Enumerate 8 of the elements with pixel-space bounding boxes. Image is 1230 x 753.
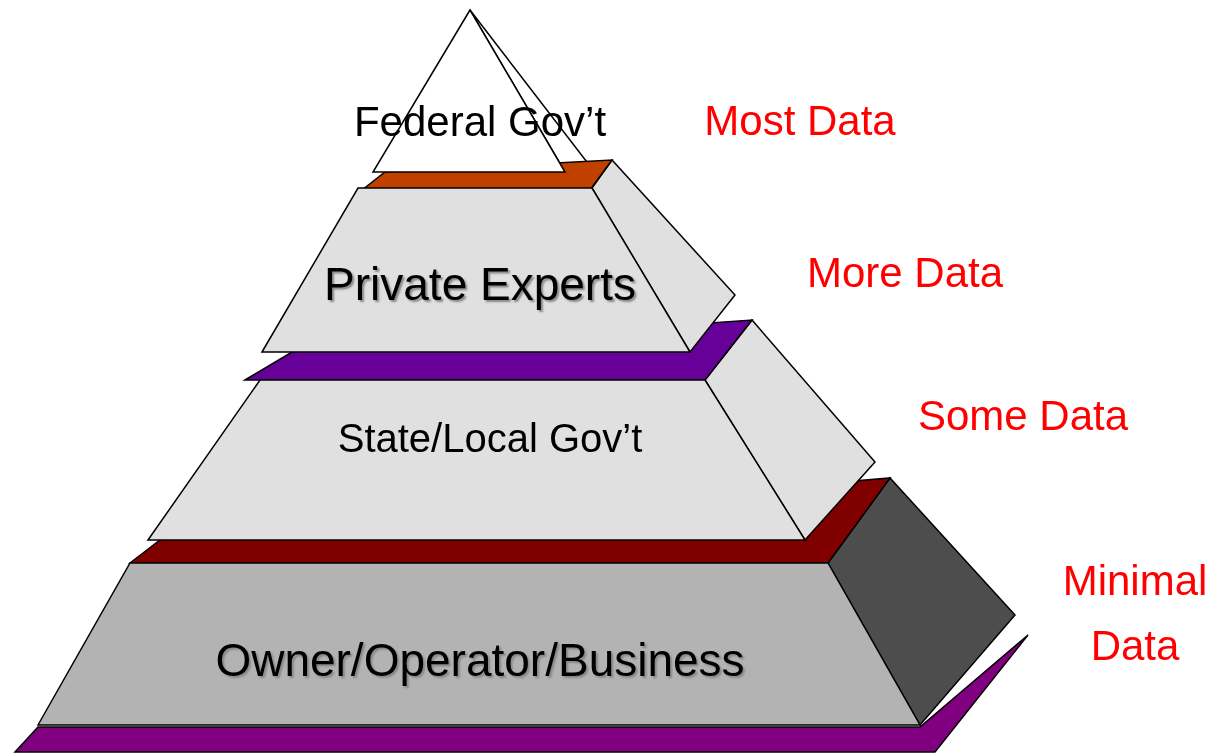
data-level-label: Some Data [916, 391, 1130, 441]
tier-label: Private Experts [324, 258, 636, 310]
data-level-label: Most Data [703, 96, 897, 146]
data-level-label: Minimal Data [1061, 556, 1209, 672]
data-level-label: More Data [805, 248, 1005, 298]
pyramid-tier [38, 563, 920, 725]
tier-label: State/Local Gov’t [337, 416, 643, 460]
tier-label: Owner/Operator/Business [215, 634, 745, 686]
